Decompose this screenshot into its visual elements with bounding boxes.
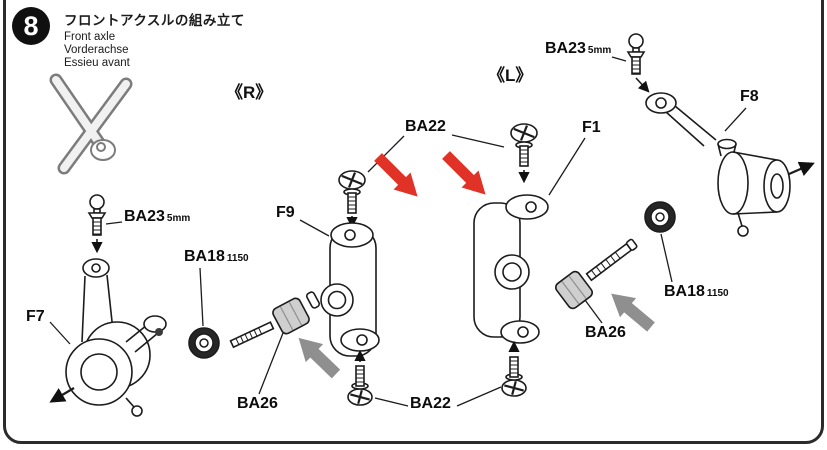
cross-wrench-icon	[49, 73, 133, 175]
step-title-french: Essieu avant	[64, 57, 130, 69]
part-label-ba26-right: BA26	[585, 324, 626, 341]
ba22-screw-bottom-left	[347, 349, 373, 406]
ba18-bearing-left	[188, 327, 220, 359]
red-attention-arrow-2	[442, 151, 486, 195]
left-side-label: 《L》	[488, 66, 533, 85]
step-title-block: フロントアクスルの組み立て Front axle Vorderachse Ess…	[64, 9, 245, 70]
step-number: 8	[23, 10, 39, 41]
red-attention-arrow-1	[374, 153, 418, 197]
ba22-screw-top-right	[510, 123, 538, 184]
part-label-f8: F8	[740, 88, 759, 105]
ba26-shaft-right	[554, 238, 638, 310]
step-title-japanese: フロントアクスルの組み立て	[64, 13, 245, 28]
part-label-ba22-top: BA22	[405, 118, 446, 135]
ba26-shaft-left	[229, 291, 321, 349]
f8-knuckle	[645, 92, 815, 237]
part-label-f1: F1	[582, 119, 601, 136]
ba22-screw-top-left	[338, 170, 366, 229]
part-label-f9: F9	[276, 204, 295, 221]
part-label-ba26-left: BA26	[237, 395, 278, 412]
axle-direction-arrow-right	[788, 161, 815, 176]
ba18-bearing-right	[644, 201, 676, 233]
part-label-ba22-bottom: BA22	[410, 395, 451, 412]
step-title-german: Vorderachse	[64, 44, 129, 56]
step-title-english: Front axle	[64, 31, 116, 43]
ba22-screw-bottom-right	[501, 340, 527, 397]
right-side-label: 《R》	[226, 83, 273, 102]
f9-upright	[320, 222, 380, 357]
insert-direction-arrow-left	[298, 337, 341, 379]
leader-lines	[49, 56, 747, 407]
f1-upright	[473, 194, 549, 344]
step-number-badge: 8	[12, 7, 50, 45]
insert-direction-arrow-right	[611, 293, 655, 332]
ba23-ball-screw-top	[626, 33, 650, 93]
part-label-f7: F7	[26, 308, 45, 325]
f7-knuckle	[49, 258, 167, 417]
axle-direction-arrow-left	[49, 387, 75, 403]
ba23-ball-screw-left	[87, 194, 107, 254]
